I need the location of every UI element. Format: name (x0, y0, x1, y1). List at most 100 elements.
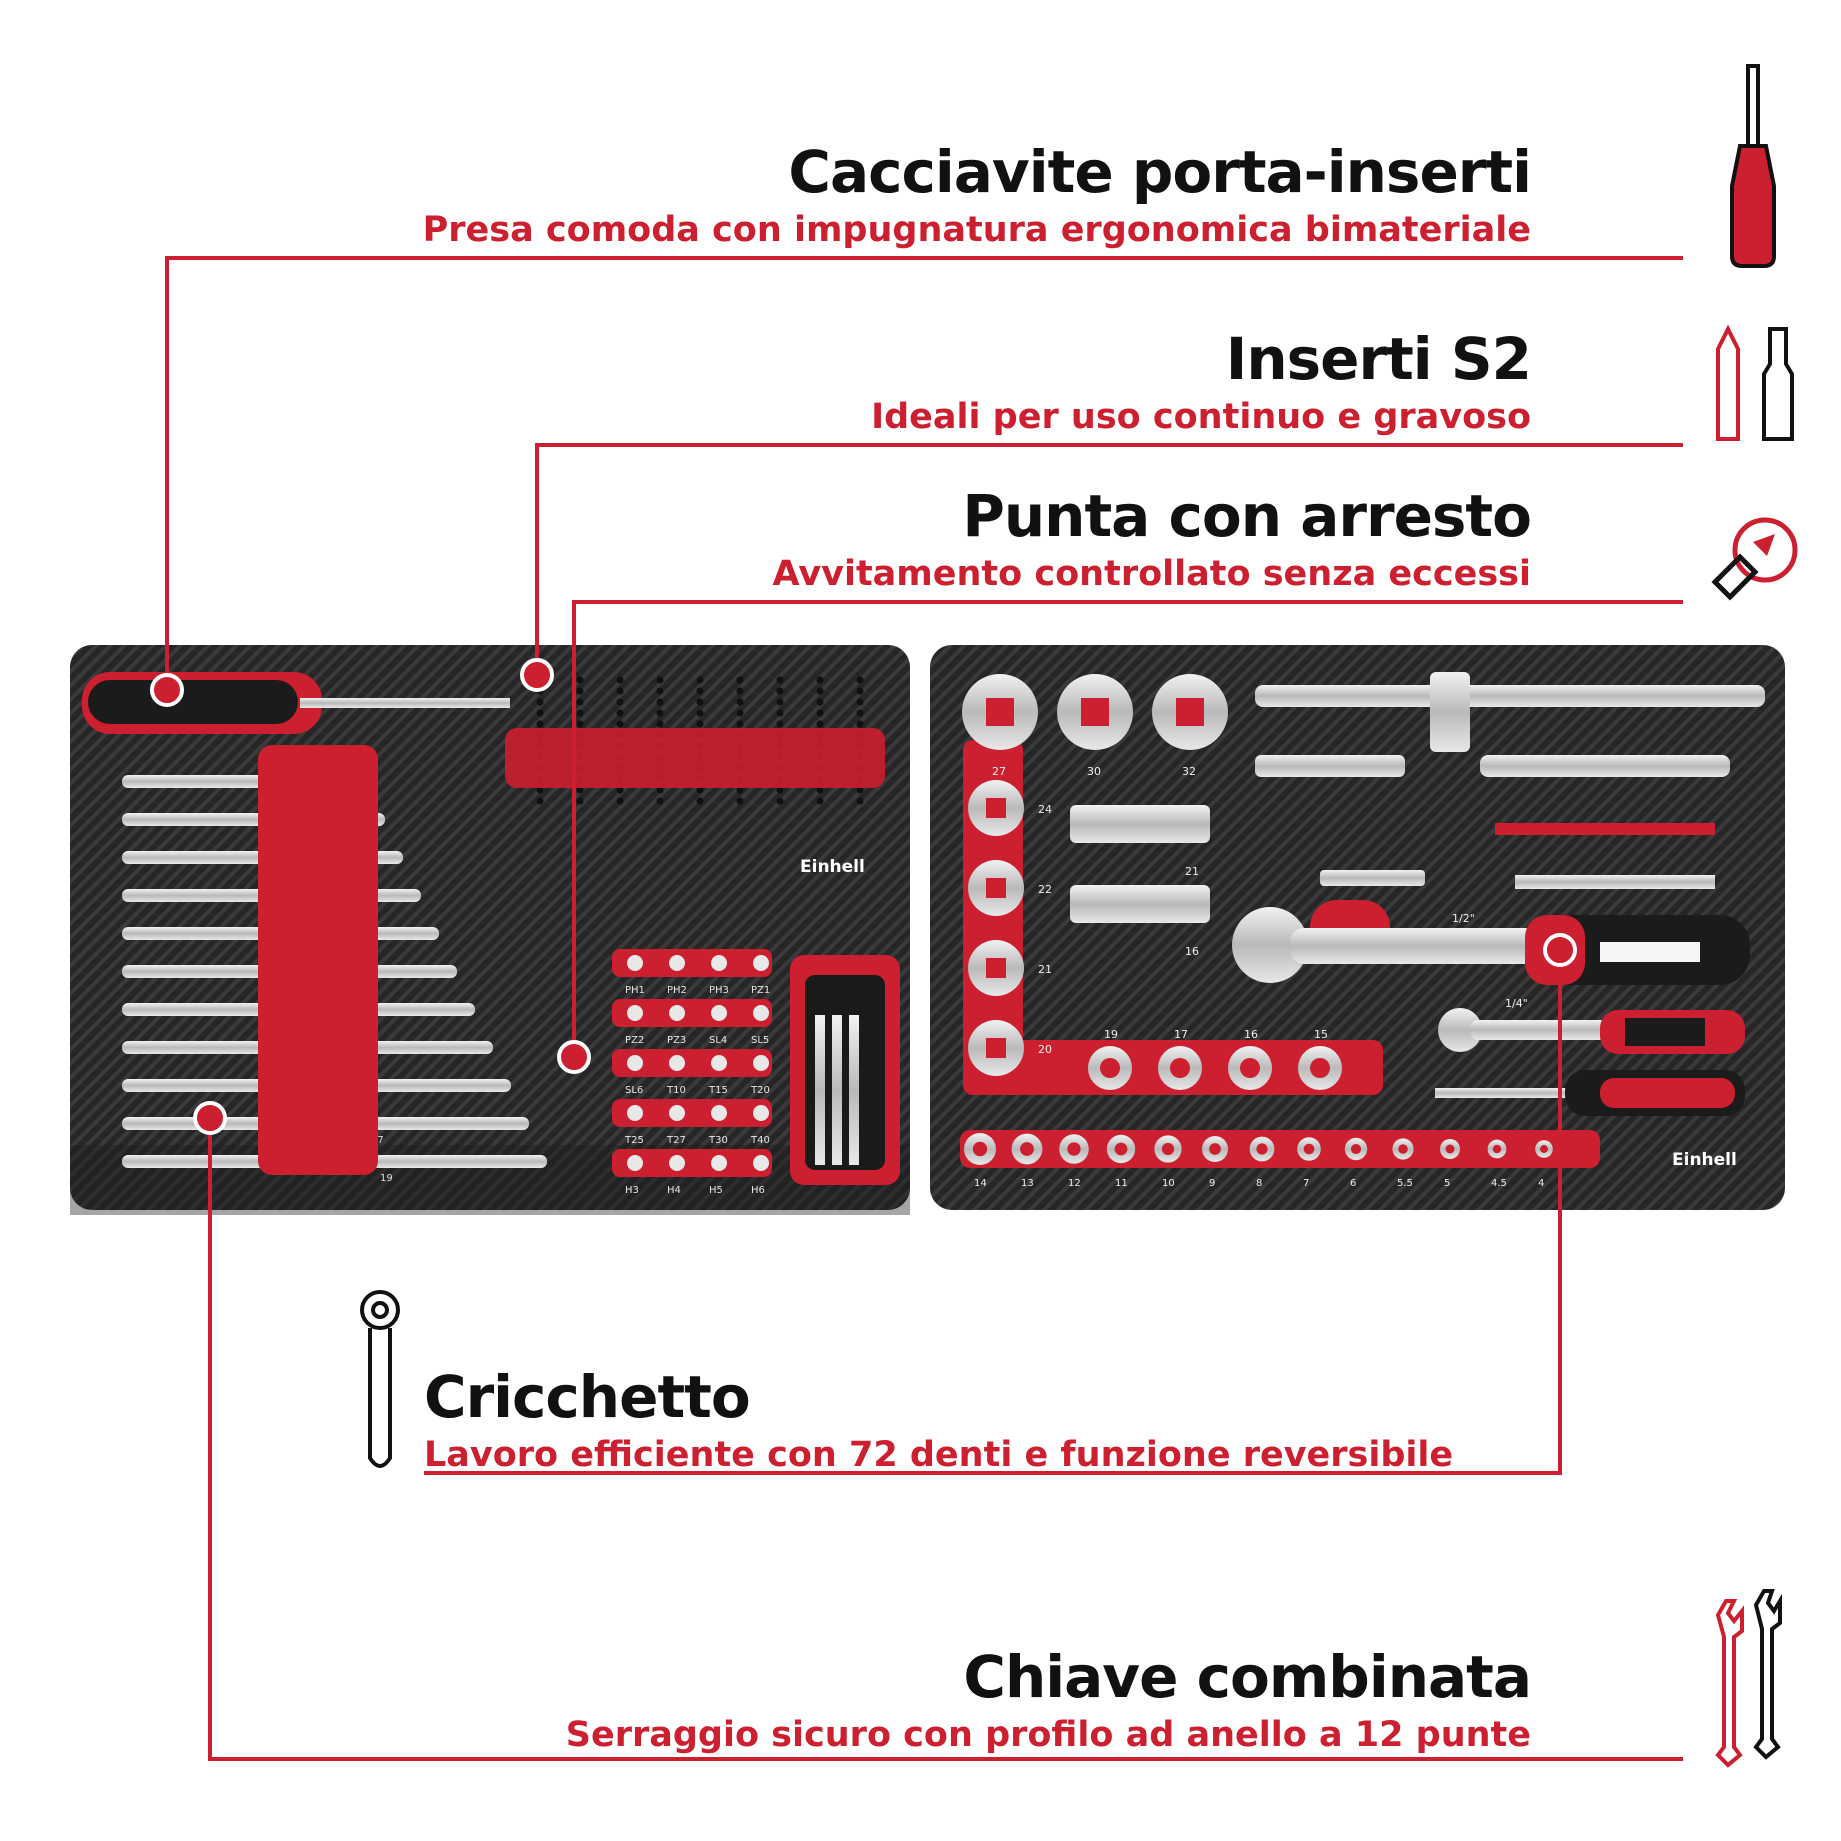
socket-size-label: 15 (1314, 1028, 1328, 1041)
socket-drive (1100, 1058, 1120, 1078)
callout-wrench: Chiave combinata Serraggio sicuro con pr… (565, 1643, 1532, 1755)
bit (753, 1005, 769, 1021)
bit-row-slot (612, 1149, 772, 1177)
bit-hole (776, 720, 784, 728)
small-ratchet (1438, 1008, 1745, 1054)
bit (753, 955, 769, 971)
bit-hole (816, 797, 824, 805)
spark-plug-label: 16 (1185, 945, 1199, 958)
bit-hole (696, 720, 704, 728)
bit (753, 1105, 769, 1121)
socket-drive (1492, 1144, 1502, 1154)
socket-drive (972, 1141, 988, 1157)
socket-size-label: 16 (1244, 1028, 1258, 1041)
bit-hole (776, 676, 784, 684)
socket-size-label: 17 (1174, 1028, 1188, 1041)
socket-drive (1350, 1143, 1362, 1155)
bit-label: T30 (708, 1135, 728, 1146)
einhell-logo: Einhell (800, 857, 865, 877)
socket-size-label: 21 (1038, 963, 1052, 976)
bit-hole (776, 698, 784, 706)
socket-size-label: 5.5 (1397, 1178, 1413, 1189)
socket-drive (1540, 1145, 1548, 1153)
bit-hole (656, 698, 664, 706)
socket-drive (986, 958, 1006, 978)
callout-bits: Inserti S2 Ideali per uso continuo e gra… (871, 325, 1532, 437)
socket-size-label: 9 (1209, 1178, 1215, 1189)
bit-label: SL6 (625, 1085, 643, 1096)
callout-title: Chiave combinata (963, 1643, 1532, 1711)
wrench-size-label: 19 (380, 1173, 393, 1184)
callout-title: Punta con arresto (962, 482, 1532, 550)
bit (669, 1005, 685, 1021)
bit-hole (696, 797, 704, 805)
bit-label: H6 (751, 1185, 765, 1196)
bit-hole (736, 709, 744, 717)
bit-hole (856, 720, 864, 728)
socket-size-label: 5 (1444, 1178, 1450, 1189)
stop-bit-icon (1711, 517, 1798, 601)
bit (711, 1005, 727, 1021)
bit-hole (736, 786, 744, 794)
socket-size-label: 14 (974, 1178, 987, 1189)
bit-label: H5 (709, 1185, 723, 1196)
bit-icon (1716, 325, 1794, 441)
socket-drive (1161, 1142, 1175, 1156)
t-bar-handle (1255, 672, 1765, 752)
bit-hole (856, 709, 864, 717)
callout-title: Inserti S2 (1225, 325, 1532, 393)
bit-hole (536, 698, 544, 706)
einhell-logo: Einhell (1672, 1150, 1737, 1170)
socket-size-label: 30 (1087, 765, 1101, 778)
bit-label: PH3 (709, 985, 729, 996)
extension-bars (1255, 755, 1730, 889)
socket-drive (1170, 1058, 1190, 1078)
bit-hole (616, 786, 624, 794)
bit-hole (856, 698, 864, 706)
socket-drive (986, 698, 1014, 726)
socket-drive (1114, 1142, 1128, 1156)
bit-hole (816, 698, 824, 706)
bit-driver-handle (1435, 1070, 1745, 1116)
socket-drive (1081, 698, 1109, 726)
drive-size-label: 1/2" (1452, 912, 1475, 925)
bit-hole (816, 720, 824, 728)
bit-hole (856, 797, 864, 805)
bit-row-slot (612, 1049, 772, 1077)
socket-drive (986, 878, 1006, 898)
bit-hole (576, 676, 584, 684)
bit-hole (776, 709, 784, 717)
bit (669, 955, 685, 971)
socket-drive (1209, 1143, 1221, 1155)
bit-hole (656, 676, 664, 684)
socket-drive (986, 1038, 1006, 1058)
bit-hole (736, 720, 744, 728)
ratchet-icon (360, 1290, 400, 1468)
callout-ratchet: Cricchetto Lavoro efficiente con 72 dent… (424, 1368, 1453, 1473)
bit-hole (696, 687, 704, 695)
bit (627, 1105, 643, 1121)
bit-hole (576, 687, 584, 695)
callout-subtitle: Ideali per uso continuo e gravoso (871, 397, 1531, 437)
socket-drive (1310, 1058, 1330, 1078)
bit (669, 1055, 685, 1071)
socket-drive (986, 798, 1006, 818)
bit (627, 1005, 643, 1021)
callout-subtitle: Serraggio sicuro con profilo ad anello a… (565, 1715, 1531, 1755)
bit-hole (776, 687, 784, 695)
socket-size-label: 10 (1162, 1178, 1175, 1189)
bit-label: PH1 (625, 985, 645, 996)
bit-hole (616, 698, 624, 706)
bit-hole (536, 720, 544, 728)
socket-size-label: 11 (1115, 1178, 1128, 1189)
wrench-slot (258, 745, 378, 1175)
bit (711, 1155, 727, 1171)
bit-row-slot (612, 1099, 772, 1127)
socket-size-label: 19 (1104, 1028, 1118, 1041)
bit-hole (576, 698, 584, 706)
bit-label: T15 (708, 1085, 728, 1096)
bit-hole (616, 720, 624, 728)
bit-hole (656, 720, 664, 728)
